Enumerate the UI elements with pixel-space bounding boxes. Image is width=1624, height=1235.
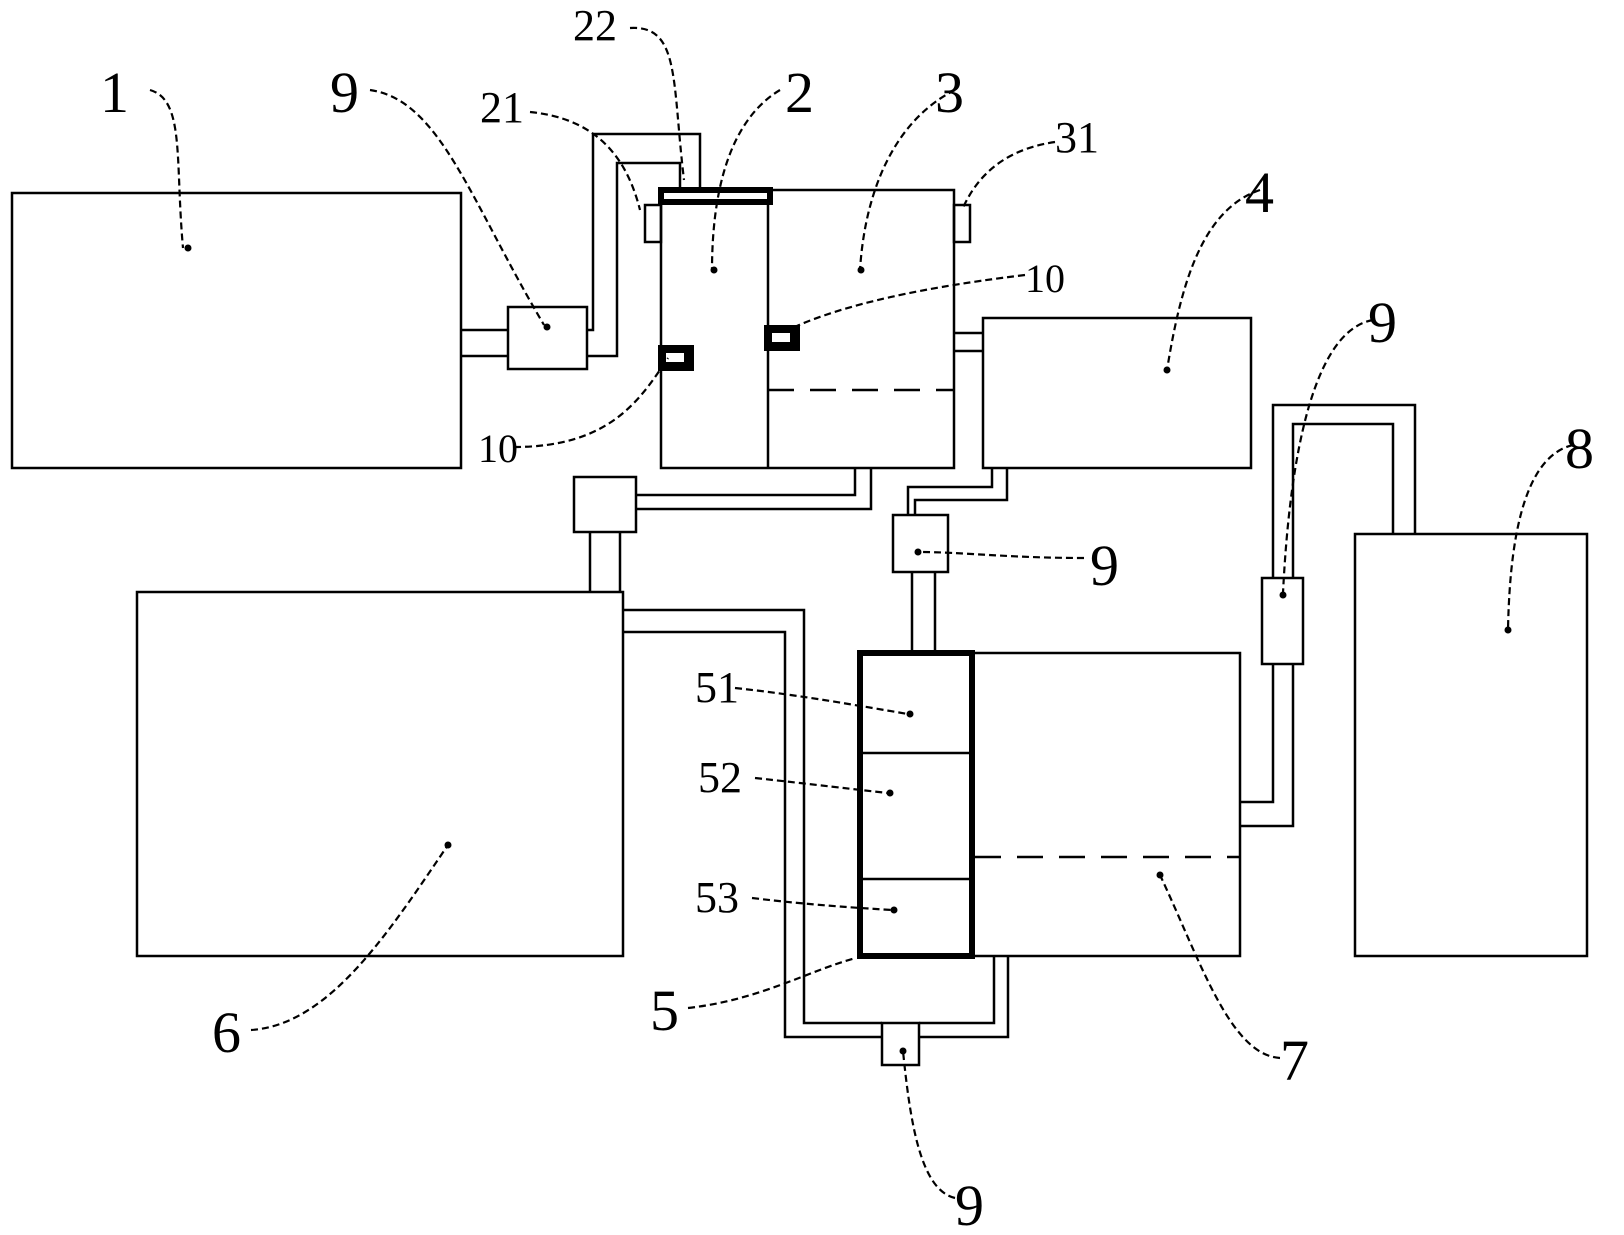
label-51: 51: [695, 663, 739, 712]
device-9-bottom: [880, 1021, 921, 1067]
label-22: 22: [573, 1, 617, 50]
device-9-center: [891, 513, 950, 574]
label-9-top-left: 9: [330, 60, 359, 125]
unit-2-3-box: [659, 188, 956, 470]
unit-7-box: [970, 651, 1242, 958]
label-4: 4: [1245, 160, 1274, 225]
pipes: [461, 132, 1417, 1039]
unit-5-box: [857, 650, 975, 959]
unit-6-box: [135, 590, 625, 958]
label-1: 1: [100, 60, 129, 125]
device-9-top-left: [506, 305, 589, 371]
unit-1-box: [10, 191, 463, 470]
device-9-right: [1260, 576, 1305, 666]
label-9-bottom: 9: [955, 1173, 984, 1235]
device-21: [643, 203, 663, 244]
label-52: 52: [698, 753, 742, 802]
label-21: 21: [480, 83, 524, 132]
label-9-right: 9: [1368, 290, 1397, 355]
label-7: 7: [1280, 1028, 1309, 1093]
unit-22-top-plate: [658, 187, 773, 205]
label-10-left: 10: [478, 426, 518, 471]
unit-4-box: [981, 316, 1253, 470]
label-53: 53: [695, 873, 739, 922]
label-31: 31: [1055, 113, 1099, 162]
sensor-10-left: [658, 345, 694, 371]
unit-8-box: [1353, 532, 1589, 958]
label-9-center: 9: [1090, 533, 1119, 598]
device-31: [952, 203, 972, 244]
leader-lines: [149, 26, 1574, 1200]
label-5: 5: [650, 978, 679, 1043]
device-9-mid-left: [572, 475, 638, 534]
label-10-right: 10: [1025, 256, 1065, 301]
label-2: 2: [785, 60, 814, 125]
leader-dots: [184, 244, 1512, 1055]
label-8: 8: [1565, 416, 1594, 481]
label-6: 6: [212, 1000, 241, 1065]
label-3: 3: [935, 60, 964, 125]
sensor-10-right: [764, 325, 800, 351]
